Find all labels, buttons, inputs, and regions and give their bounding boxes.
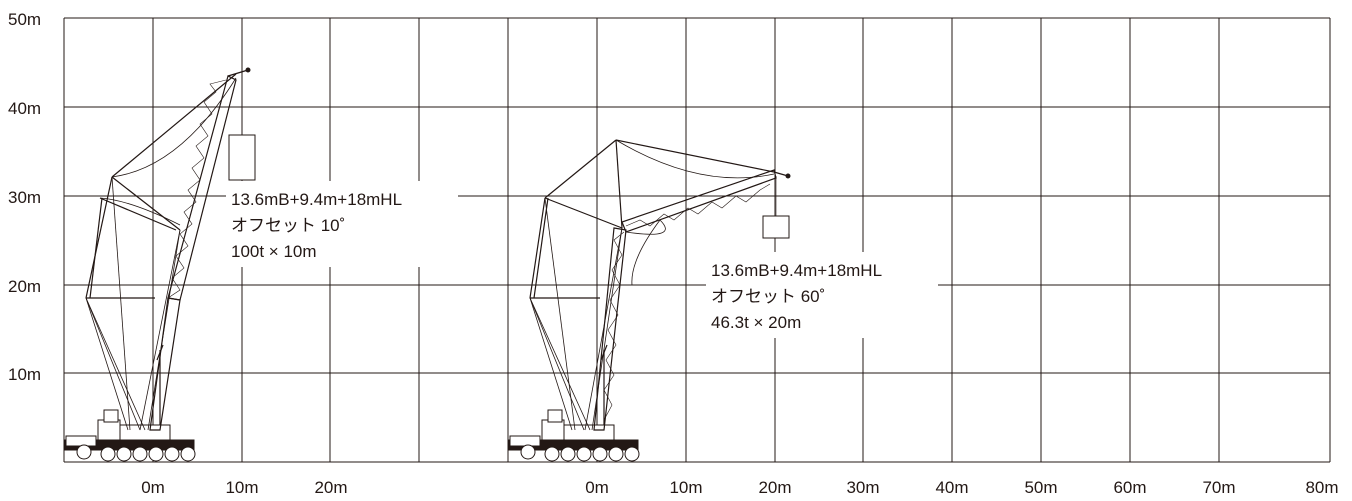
x-tick-label: 60m (1113, 478, 1146, 497)
main-boom-left (149, 67, 251, 431)
boom-config-text: 13.6mB+9.4m+18mHL (231, 190, 402, 209)
x-tick-label: 0m (585, 478, 609, 497)
x-tick-label: 40m (935, 478, 968, 497)
y-tick-label: 10m (8, 365, 41, 384)
y-tick-label: 50m (8, 10, 41, 29)
x-tick-label: 20m (314, 478, 347, 497)
crane-right (507, 139, 791, 462)
x-tick-label: 70m (1202, 478, 1235, 497)
strut-left (85, 73, 237, 431)
crane-carrier-right (507, 409, 640, 462)
crane-left (63, 67, 256, 462)
x-tick-label: 20m (758, 478, 791, 497)
y-axis-labels: 50m 40m 30m 20m 10m (8, 10, 41, 384)
x-tick-label: 0m (141, 478, 165, 497)
strut-right (529, 139, 775, 431)
offset-text: オフセット 10˚ (231, 216, 345, 235)
y-tick-label: 40m (8, 99, 41, 118)
config-label-left: 13.6mB+9.4m+18mHL オフセット 10˚ 100t × 10m (226, 181, 458, 267)
x-tick-label: 30m (846, 478, 879, 497)
x-tick-label: 80m (1305, 478, 1338, 497)
load-box-left (228, 134, 256, 181)
load-box-right (762, 215, 790, 239)
grid (63, 17, 1331, 463)
load-text: 100t × 10m (231, 242, 317, 261)
x-tick-label: 10m (669, 478, 702, 497)
y-tick-label: 20m (8, 277, 41, 296)
x-axis-labels-right: 0m 10m 20m 30m 40m 50m 60m 70m 80m (585, 478, 1338, 497)
boom-config-text: 13.6mB+9.4m+18mHL (711, 261, 882, 280)
y-tick-label: 30m (8, 188, 41, 207)
offset-text: オフセット 60˚ (711, 287, 825, 306)
x-axis-labels-left: 0m 10m 20m (141, 478, 347, 497)
config-label-right: 13.6mB+9.4m+18mHL オフセット 60˚ 46.3t × 20m (706, 252, 938, 338)
x-tick-label: 50m (1024, 478, 1057, 497)
x-tick-label: 10m (225, 478, 258, 497)
crane-carrier-left (63, 409, 196, 462)
load-text: 46.3t × 20m (711, 313, 801, 332)
